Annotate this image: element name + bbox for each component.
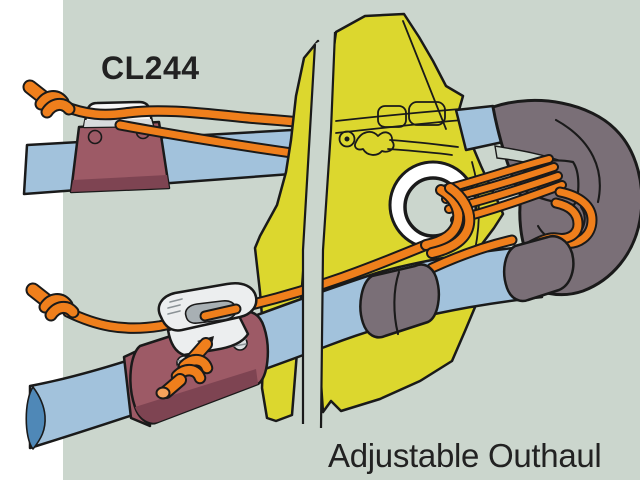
cleat-ridges	[167, 298, 183, 315]
upper-bracket-shade	[71, 175, 169, 192]
grommet-loop-2	[428, 184, 474, 257]
boom-break-end	[25, 386, 46, 450]
caption-label: Adjustable Outhaul	[328, 437, 601, 474]
lower-knot-loop-2	[46, 303, 78, 320]
clamp-rope-end	[155, 336, 214, 400]
grommet-loop-1	[422, 186, 463, 249]
clamp-rope-cut-end	[155, 386, 171, 400]
sail-eye	[338, 130, 356, 148]
boom-strand	[428, 236, 516, 272]
sail-slug-2	[408, 101, 446, 126]
top-knot-loop-2	[42, 100, 74, 117]
sail-foot-line-2	[335, 119, 464, 134]
sail-lashing-tail-1	[389, 139, 459, 148]
sail-slug-1	[377, 105, 407, 128]
rope-in-cleat	[201, 305, 240, 320]
collar	[359, 263, 440, 339]
boom-end-cap	[503, 235, 575, 303]
break-strip-right-edge	[319, 31, 337, 429]
cleat-base	[166, 312, 250, 357]
clamp-knot-loop-1	[179, 356, 212, 373]
fitting-curl-line-1	[554, 118, 601, 204]
break-strip-left-edge	[301, 43, 317, 424]
sail-eye-pin	[344, 136, 350, 142]
product-code-label: CL244	[101, 50, 200, 86]
break-strip	[301, 31, 337, 429]
clamp-shade	[135, 369, 258, 423]
bracket-rivet-left	[87, 129, 103, 145]
boom-collar	[359, 263, 440, 339]
aluminium-cleat	[157, 282, 258, 357]
sail-lashing-tail-2	[387, 148, 453, 156]
collar-ridge	[393, 270, 401, 336]
